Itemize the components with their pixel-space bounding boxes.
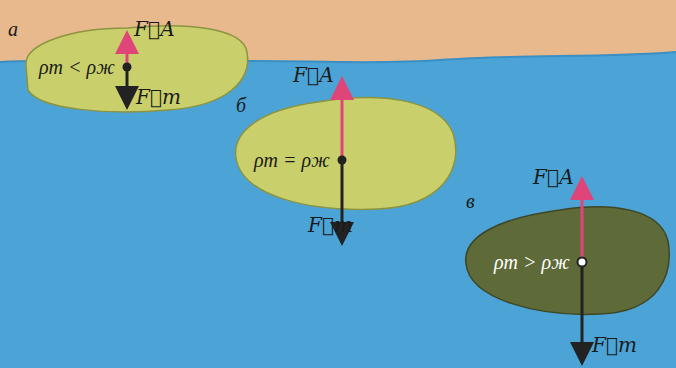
gravity-force-label: F⃗т <box>136 86 181 108</box>
gravity-force-arrow <box>581 262 584 360</box>
center-dot <box>578 258 587 267</box>
body-shape <box>466 207 669 315</box>
buoyant-force-arrow <box>341 82 344 160</box>
gravity-force-arrow <box>126 67 129 104</box>
center-dot <box>338 156 347 165</box>
density-relation: ρт > ρж <box>494 251 570 273</box>
submerged-body: б ρт = ρж <box>228 88 460 213</box>
buoyant-force-arrow <box>581 182 584 262</box>
submerged-body: вρт > ρж <box>460 196 672 318</box>
buoyant-force-arrow <box>126 36 129 67</box>
body-shape <box>236 98 456 210</box>
gravity-force-label: F⃗т <box>592 334 637 356</box>
density-relation: ρт < ρж <box>39 56 115 78</box>
density-relation: ρт = ρж <box>254 149 330 171</box>
gravity-force-label: F⃗т <box>308 214 353 236</box>
buoyant-force-label: F⃗А <box>293 64 334 86</box>
figure-letter: б <box>236 94 246 116</box>
buoyant-force-label: F⃗А <box>533 166 574 188</box>
figure-letter: а <box>8 18 18 40</box>
center-dot <box>123 63 132 72</box>
figure-letter: в <box>466 190 475 212</box>
buoyant-force-label: F⃗А <box>134 18 175 40</box>
